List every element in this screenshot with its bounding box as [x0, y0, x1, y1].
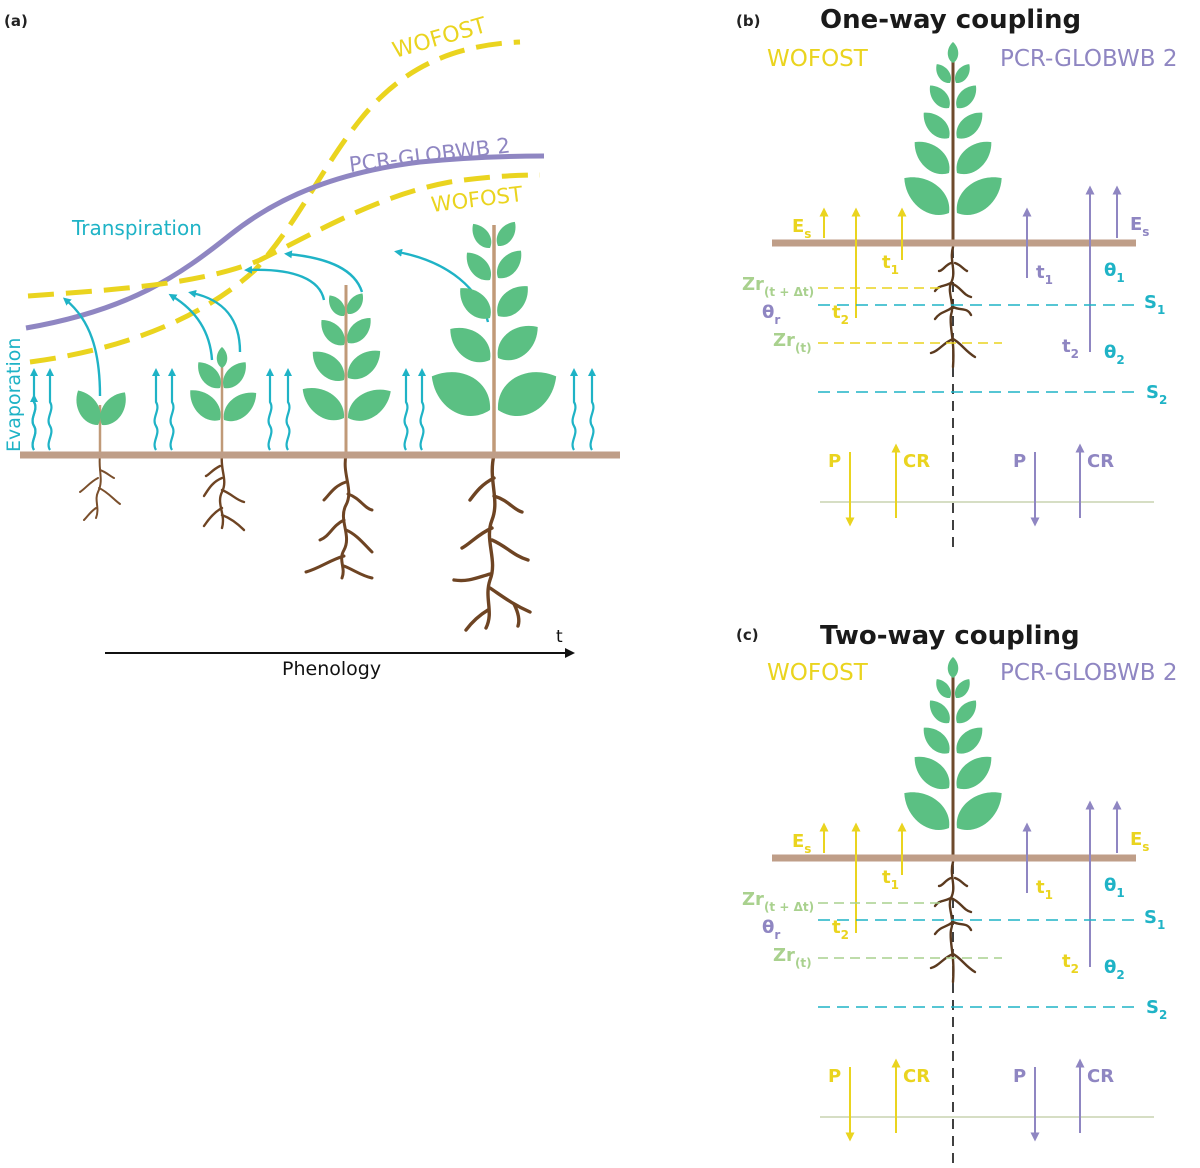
panel-b-cr-left: CR	[903, 451, 930, 472]
evaporation-label: Evaporation	[3, 338, 25, 452]
panel-b-wofost-label: WOFOST	[767, 46, 869, 72]
panel-c-pcr-label: PCR-GLOBWB 2	[1000, 660, 1177, 686]
panel-b-t2-left: t2	[832, 302, 849, 327]
wofost-lower-curve	[27, 172, 541, 299]
panel-c-theta2: θ2	[1104, 957, 1125, 982]
evaporation-arrows	[30, 368, 596, 452]
transpiration-arrows	[62, 248, 490, 397]
plant-stage-3	[295, 285, 398, 580]
panel-b-p-right: P	[1013, 451, 1026, 472]
pcr-globwb-curve	[25, 153, 545, 331]
panel-c-cr-left: CR	[903, 1066, 930, 1087]
panel-c-p-left: P	[828, 1066, 841, 1087]
transpiration-label: Transpiration	[71, 216, 202, 240]
panel-c-es-right: Es	[1130, 829, 1149, 854]
panel-b-t1-right: t1	[1036, 262, 1053, 287]
panel-b-zr-now: Zr(t)	[773, 330, 812, 355]
panel-c-es-left: Es	[792, 831, 811, 856]
phenology-label: Phenology	[282, 658, 381, 680]
panel-c-p-right: P	[1013, 1066, 1026, 1087]
panel-b-es-right: Es	[1130, 214, 1149, 239]
panel-c-t1-left: t1	[882, 867, 899, 892]
panel-c: (c) Two-way coupling WOFOST PCR-GLOBWB 2…	[736, 621, 1177, 1165]
panel-b-roots	[929, 245, 977, 369]
plant-stage-2	[182, 347, 263, 532]
panel-c-s2: S2	[1146, 997, 1167, 1022]
panel-b: (b) One-way coupling WOFOST PCR-GLOBWB 2…	[736, 5, 1177, 550]
panel-c-s1: S1	[1144, 907, 1165, 932]
panel-b-p-left: P	[828, 451, 841, 472]
pcr-globwb-label: PCR-GLOBWB 2	[348, 133, 512, 177]
panel-c-cr-right: CR	[1087, 1066, 1114, 1087]
panel-c-t1-right: t1	[1036, 877, 1053, 902]
plant-stage-4	[422, 217, 566, 632]
panel-b-plant	[896, 42, 1011, 243]
plant-stage-1	[69, 385, 134, 521]
panel-b-theta2: θ2	[1104, 342, 1125, 367]
panel-b-cr-right: CR	[1087, 451, 1114, 472]
panel-c-title: Two-way coupling	[820, 621, 1080, 651]
panel-c-theta-r: θr	[762, 917, 780, 942]
panel-b-title: One-way coupling	[820, 5, 1081, 35]
panel-b-theta1: θ1	[1104, 260, 1125, 285]
panel-b-s2: S2	[1146, 382, 1167, 407]
panel-b-zr-next: Zr(t + Δt)	[742, 274, 814, 299]
time-symbol: t	[556, 627, 563, 647]
panel-c-theta1: θ1	[1104, 875, 1125, 900]
panel-c-wofost-label: WOFOST	[767, 660, 869, 686]
panel-b-theta-r: θr	[762, 302, 780, 327]
panel-c-t2-right: t2	[1062, 951, 1079, 976]
wofost-lower-label: WOFOST	[430, 182, 524, 217]
panel-c-t2-left: t2	[832, 917, 849, 942]
panel-b-t2-right: t2	[1062, 336, 1079, 361]
panel-c-roots	[929, 860, 977, 984]
panel-c-zr-next: Zr(t + Δt)	[742, 889, 814, 914]
panel-a-tag: (a)	[4, 12, 28, 30]
panel-c-tag: (c)	[736, 626, 759, 644]
panel-b-pcr-label: PCR-GLOBWB 2	[1000, 46, 1177, 72]
panel-c-plant	[896, 657, 1011, 858]
panel-b-es-left: Es	[792, 216, 811, 241]
wofost-upper-curve	[29, 39, 521, 365]
panel-c-zr-now: Zr(t)	[773, 945, 812, 970]
panel-b-tag: (b)	[736, 12, 760, 30]
panel-b-t1-left: t1	[882, 252, 899, 277]
panel-b-s1: S1	[1144, 292, 1165, 317]
